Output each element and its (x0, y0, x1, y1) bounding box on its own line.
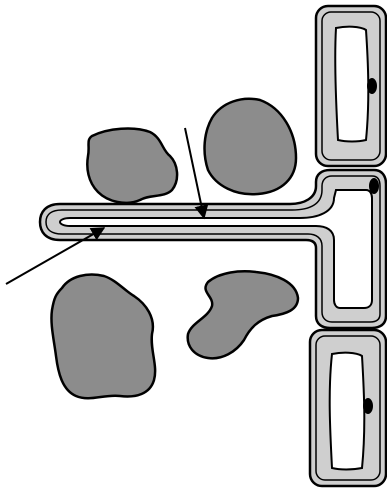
cell-root-hair (38, 168, 387, 330)
root-hair-membrane (45, 175, 381, 323)
arrow-diagonal (5, 227, 106, 285)
cell-top-membrane (321, 11, 381, 161)
cell-top-nucleus (367, 78, 377, 94)
cell-bottom-vacuole (328, 351, 366, 471)
particle-2 (203, 97, 298, 196)
cell-bottom-membrane (315, 335, 381, 481)
cell-bottom-nucleus (363, 398, 373, 414)
cell-root-hair-nucleus (369, 178, 379, 194)
root-hair-cytoplasm-channel (58, 189, 373, 309)
particle-4 (186, 270, 300, 360)
cell-top (314, 4, 387, 168)
cell-bottom (308, 328, 387, 488)
particle-3 (50, 273, 157, 400)
cell-top-vacuole (334, 25, 370, 143)
arrow-vertical (184, 127, 209, 220)
particle-1 (86, 127, 179, 204)
